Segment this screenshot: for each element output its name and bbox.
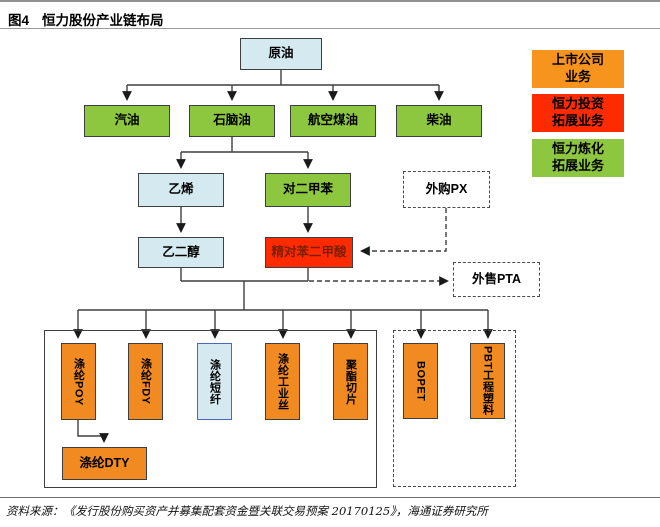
- figure-title: 图4 恒力股份产业链布局: [8, 9, 164, 29]
- node-diesel: 柴油: [396, 105, 482, 137]
- node-pet-chip: 聚酯切片: [333, 343, 368, 420]
- node-jet-fuel: 航空煤油: [290, 105, 376, 137]
- node-naphtha: 石脑油: [189, 105, 275, 137]
- figure-title-text: 恒力股份产业链布局: [42, 13, 164, 28]
- node-gasoline: 汽油: [84, 105, 170, 137]
- node-paraxylene: 对二甲苯: [265, 173, 351, 207]
- source-note: 资料来源：《发行股份购买资产并募集配套资金暨关联交易预案 20170125》，海…: [6, 504, 488, 518]
- node-ethylene: 乙烯: [138, 173, 224, 207]
- figure-number: 图4: [8, 13, 30, 28]
- legend-invest-business: 恒力投资 拓展业务: [532, 94, 624, 132]
- node-pta: 精对苯二甲酸: [265, 237, 353, 268]
- node-staple-fiber: 涤纶短纤: [197, 343, 232, 420]
- node-bopet: BOPET: [403, 343, 438, 419]
- footer-divider: [0, 497, 660, 498]
- legend-refine-business: 恒力炼化 拓展业务: [532, 139, 624, 177]
- node-crude-oil: 原油: [240, 38, 322, 70]
- node-sold-pta: 外售PTA: [453, 262, 540, 297]
- title-bar: 图4 恒力股份产业链布局: [0, 0, 660, 29]
- node-fdy: 涤纶FDY: [128, 343, 163, 420]
- expansion-products-group: [393, 330, 516, 487]
- node-pbt: PBT工程塑料: [470, 343, 505, 419]
- node-purchased-px: 外购PX: [403, 171, 490, 208]
- node-poy: 涤纶POY: [61, 343, 96, 420]
- node-meg: 乙二醇: [138, 237, 224, 268]
- node-industrial-yarn: 涤纶工业丝: [265, 343, 300, 420]
- legend-listed-business: 上市公司 业务: [532, 50, 624, 88]
- node-dty: 涤纶DTY: [62, 447, 147, 480]
